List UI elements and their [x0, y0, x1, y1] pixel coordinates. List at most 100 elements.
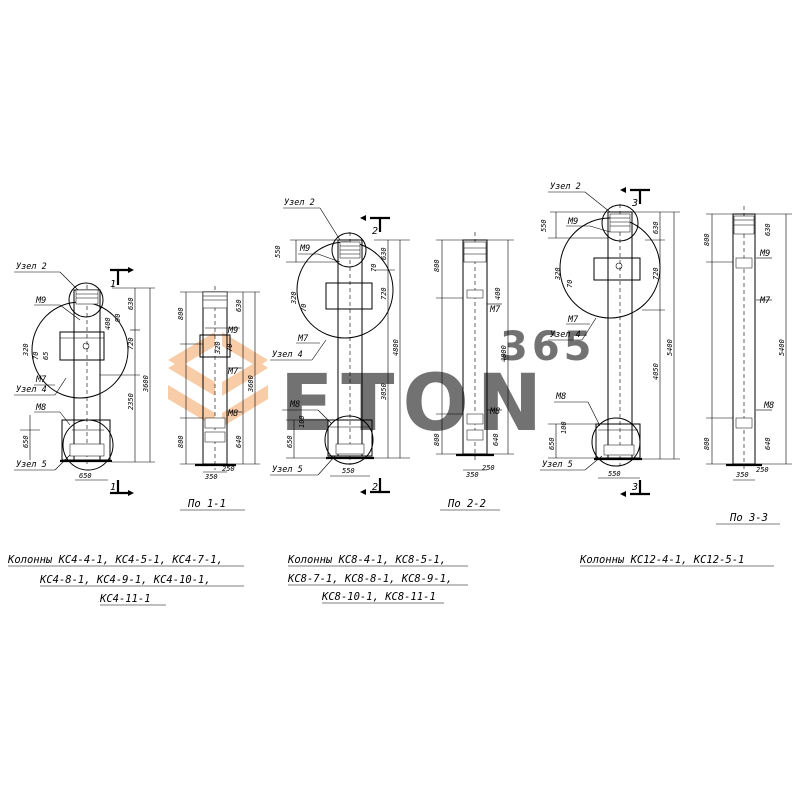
dim-label: 70 — [226, 344, 234, 352]
dim-label: 320 — [22, 343, 30, 357]
dim-label: 5400 — [778, 339, 786, 356]
caption-line: КС4-8-1, КС4-9-1, КС4-10-1, — [39, 574, 211, 586]
dim-label: 250 — [756, 466, 769, 474]
section-mark-3-bottom: 3 — [631, 482, 638, 493]
column-ks12-elevation: 3 3 — [540, 187, 680, 497]
section-title: По 3-3 — [729, 512, 768, 524]
mark-label: М9 — [299, 244, 310, 254]
dim-label: 320 — [214, 341, 222, 355]
dim-label: 350 — [204, 473, 218, 481]
node-label: Узел 5 — [16, 460, 47, 470]
dim-label: 550 — [342, 467, 355, 475]
dim-label: 650 — [22, 435, 30, 448]
watermark: 365 ETON — [168, 324, 592, 449]
dim-label: 100 — [298, 415, 306, 428]
section-3-3-view — [706, 206, 792, 525]
dim-label: 720 — [652, 267, 660, 280]
dim-label: 250 — [482, 464, 495, 472]
dim-label: 550 — [608, 470, 621, 478]
section-mark-1-bottom: 1 — [110, 482, 116, 493]
node-label: Узел 4 — [550, 330, 581, 340]
dim-label: 800 — [433, 433, 441, 446]
caption-line: КС4-11-1 — [99, 593, 151, 605]
dim-label: 640 — [764, 437, 772, 450]
dim-label: 2350 — [127, 393, 135, 410]
mark-label: М7 — [489, 305, 501, 315]
node-label: Узел 2 — [550, 182, 581, 192]
dim-label: 70 — [300, 304, 308, 312]
caption-line: Колонны КС8-4-1, КС8-5-1, — [287, 554, 446, 566]
dim-label: 3050 — [380, 383, 388, 401]
mark-label: М9 — [759, 249, 770, 259]
section-1-1-labels: По 1-1 М9 М7 М8 800 630 3600 800 640 350… — [177, 299, 255, 510]
dim-label: 100 — [560, 421, 568, 434]
caption-line: КС8-10-1, КС8-11-1 — [321, 591, 436, 603]
section-title: По 1-1 — [187, 498, 226, 510]
node-label: Узел 2 — [16, 262, 47, 272]
mark-label: М7 — [227, 367, 239, 377]
mark-label: М9 — [227, 326, 238, 336]
dim-label: 5400 — [666, 339, 674, 356]
mark-label: М7 — [35, 375, 47, 385]
mark-label: М7 — [759, 296, 771, 306]
watermark-word: ETON — [280, 359, 550, 449]
mark-label: М8 — [555, 392, 566, 402]
mark-label: М8 — [489, 407, 500, 417]
dim-label: 800 — [703, 233, 711, 246]
dim-label: 720 — [127, 337, 135, 350]
section-2-2-labels: По 2-2 М7 М8 800 4800 800 640 350 250 40… — [433, 259, 508, 510]
dim-label: 4800 — [500, 345, 508, 362]
dim-label: 70 — [370, 264, 378, 272]
column-ks8-labels: Узел 2 Узел 4 Узел 5 М9 М7 М8 550 630 72… — [272, 198, 400, 475]
dim-label: 90 — [114, 314, 122, 322]
column-ks12-labels: Узел 2 Узел 4 Узел 5 М9 М7 М8 550 630 72… — [540, 182, 674, 478]
caption-ks4: Колонны КС4-4-1, КС4-5-1, КС4-7-1, КС4-8… — [7, 554, 244, 606]
section-mark-1-top: 1 — [110, 279, 116, 290]
node-label: Узел 4 — [16, 385, 47, 395]
dim-label: 630 — [235, 299, 243, 312]
section-mark-3-top: 3 — [631, 198, 638, 209]
dim-label: 550 — [274, 245, 282, 258]
dim-label: 650 — [548, 437, 556, 450]
mark-label: М8 — [289, 400, 300, 410]
dim-label: 800 — [433, 259, 441, 272]
dim-label: 350 — [735, 471, 749, 479]
dim-label: 800 — [177, 435, 185, 448]
dim-label: 320 — [554, 267, 562, 281]
dim-label: 400 — [494, 287, 502, 300]
mark-label: М9 — [35, 296, 46, 306]
watermark-logo-icon — [168, 332, 268, 427]
section-2-2-view — [436, 232, 514, 511]
node-label: Узел 5 — [272, 465, 303, 475]
column-ks8-elevation: 2 2 — [270, 207, 410, 495]
mark-label: М8 — [763, 401, 774, 411]
dim-label: 65 — [42, 352, 50, 360]
dim-label: 630 — [764, 223, 772, 236]
dim-label: 650 — [79, 472, 92, 480]
caption-ks12: Колонны КС12-4-1, КС12-5-1 — [579, 554, 774, 567]
column-ks4-labels: Узел 2 Узел 4 Узел 5 М9 М7 М8 630 720 36… — [16, 262, 150, 480]
dim-label: 70 — [566, 280, 574, 288]
column-ks4-elevation: 1 1 — [14, 267, 155, 496]
mark-label: М9 — [567, 217, 578, 227]
dim-label: 630 — [380, 247, 388, 260]
dim-label: 3600 — [142, 375, 150, 393]
dim-label: 3600 — [247, 375, 255, 393]
dim-label: 720 — [380, 287, 388, 300]
section-title: По 2-2 — [447, 498, 486, 510]
node-label: Узел 4 — [272, 350, 303, 360]
dim-label: 800 — [177, 307, 185, 320]
node-label: Узел 5 — [542, 460, 573, 470]
dim-label: 640 — [492, 433, 500, 446]
section-1-1-view — [180, 286, 260, 511]
dim-label: 800 — [703, 437, 711, 450]
caption-line: КС8-7-1, КС8-8-1, КС8-9-1, — [287, 573, 452, 585]
dim-label: 400 — [104, 317, 112, 330]
mark-label: М7 — [567, 315, 579, 325]
caption-line: Колонны КС4-4-1, КС4-5-1, КС4-7-1, — [7, 554, 223, 566]
mark-label: М7 — [297, 334, 309, 344]
dim-label: 4050 — [652, 363, 660, 380]
dim-label: 640 — [235, 435, 243, 448]
dim-label: 320 — [290, 291, 298, 305]
